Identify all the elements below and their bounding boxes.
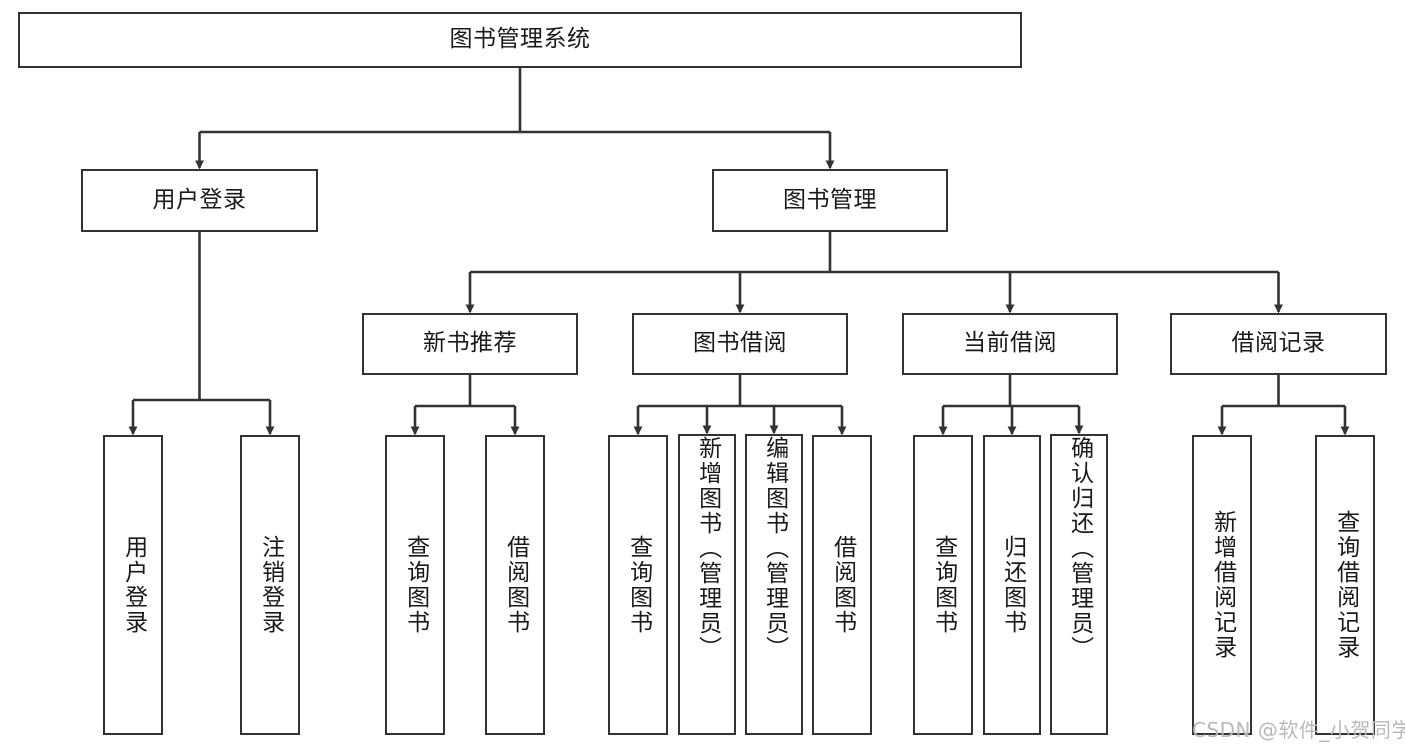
node-label: 新增借阅记录 — [1209, 510, 1236, 660]
node-leaf-rec-2[interactable]: 查询借阅记录 — [1315, 435, 1375, 735]
node-label: 查询图书 — [625, 535, 652, 635]
node-label: 图书借阅 — [693, 330, 787, 357]
connector-lines — [128, 68, 1350, 436]
node-label: 用户登录 — [152, 186, 247, 213]
node-label: 图书管理 — [783, 186, 877, 213]
node-label: 借阅记录 — [1231, 330, 1326, 357]
node-label: 查询借阅记录 — [1332, 510, 1359, 660]
node-leaf-borrow-1[interactable]: 查询图书 — [608, 435, 668, 735]
node-label: 查询图书 — [930, 535, 957, 635]
node-current[interactable]: 当前借阅 — [902, 313, 1118, 375]
node-label: 借阅图书 — [502, 535, 529, 635]
node-label: 查询图书 — [402, 535, 429, 635]
node-label: 编辑图书（管理员） — [761, 436, 788, 661]
node-leaf-cur-2[interactable]: 归还图书 — [983, 435, 1041, 735]
node-newbook[interactable]: 新书推荐 — [362, 313, 578, 375]
node-leaf-cur-3[interactable]: 确认归还（管理员） — [1050, 434, 1108, 735]
node-label: 确认归还（管理员） — [1066, 436, 1093, 661]
node-root[interactable]: 图书管理系统 — [18, 12, 1022, 68]
node-label: 当前借阅 — [963, 330, 1057, 357]
node-leaf-rec-1[interactable]: 新增借阅记录 — [1192, 435, 1252, 735]
node-borrow[interactable]: 图书借阅 — [632, 313, 848, 375]
node-label: 用户登录 — [120, 535, 147, 635]
node-bookmgmt[interactable]: 图书管理 — [712, 169, 948, 232]
node-leaf-new-1[interactable]: 查询图书 — [385, 435, 445, 735]
node-label: 新书推荐 — [423, 330, 517, 357]
node-label: 注销登录 — [257, 535, 284, 635]
node-leaf-borrow-3[interactable]: 编辑图书（管理员） — [745, 434, 803, 735]
node-leaf-login-2[interactable]: 注销登录 — [240, 435, 300, 735]
node-leaf-new-2[interactable]: 借阅图书 — [485, 435, 545, 735]
node-leaf-cur-1[interactable]: 查询图书 — [913, 435, 973, 735]
node-leaf-borrow-2[interactable]: 新增图书（管理员） — [678, 434, 736, 735]
node-label: 归还图书 — [999, 535, 1026, 635]
node-leaf-borrow-4[interactable]: 借阅图书 — [812, 435, 872, 735]
node-login[interactable]: 用户登录 — [81, 169, 318, 232]
node-label: 图书管理系统 — [449, 26, 591, 53]
node-records[interactable]: 借阅记录 — [1170, 313, 1387, 375]
node-label: 新增图书（管理员） — [694, 436, 721, 661]
node-leaf-login-1[interactable]: 用户登录 — [103, 435, 163, 735]
node-label: 借阅图书 — [829, 535, 856, 635]
